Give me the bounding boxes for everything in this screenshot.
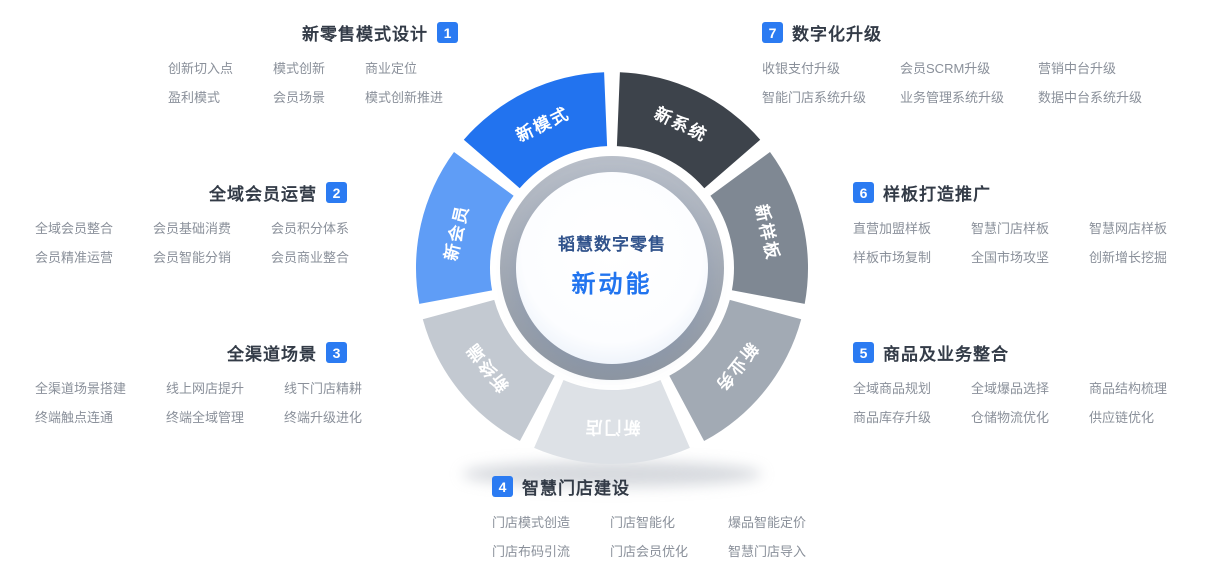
section-7-title: 数字化升级 [792, 25, 882, 44]
section-item: 终端升级进化 [284, 410, 363, 425]
section-item: 智慧门店样板 [971, 221, 1050, 236]
wedge-segment-6 [422, 299, 555, 441]
section-2-heading: 全域会员运营 2 [35, 180, 347, 205]
section-4-title: 智慧门店建设 [522, 479, 630, 498]
section-item: 盈利模式 [168, 90, 221, 105]
section-item: 创新切入点 [168, 61, 234, 76]
section-4-items: 门店模式创造 门店智能化 爆品智能定价 门店布码引流 门店会员优化 智慧门店导入 [492, 512, 822, 560]
section-5-items: 全域商品规划 全域爆品选择 商品结构梳理 商品库存升级 仓储物流优化 供应链优化 [853, 378, 1198, 426]
section-4-heading: 4 智慧门店建设 [492, 474, 822, 499]
section-item: 商品结构梳理 [1089, 381, 1168, 396]
section-omni-channel-scene: 全渠道场景 3 全渠道场景搭建 线上网店提升 线下门店精耕 终端触点连通 终端全… [35, 340, 362, 426]
section-7-items: 收银支付升级 会员SCRM升级 营销中台升级 智能门店系统升级 业务管理系统升级… [762, 58, 1172, 106]
section-3-heading: 全渠道场景 3 [35, 340, 347, 365]
section-item: 全渠道场景搭建 [35, 381, 127, 396]
section-item: 终端触点连通 [35, 410, 114, 425]
center-slogan-text: 新动能 [572, 270, 653, 298]
section-item: 业务管理系统升级 [900, 90, 1005, 105]
section-6-heading: 6 样板打造推广 [853, 180, 1198, 205]
section-3-title: 全渠道场景 [227, 345, 317, 364]
section-item: 门店布码引流 [492, 544, 571, 559]
section-item: 智慧网店样板 [1089, 221, 1168, 236]
section-item: 全域商品规划 [853, 381, 932, 396]
wedge-segment-3 [710, 152, 809, 304]
section-1-heading: 新零售模式设计 1 [168, 20, 458, 45]
section-2-number-badge: 2 [326, 182, 347, 203]
section-5-number-badge: 5 [853, 342, 874, 363]
section-item: 线上网店提升 [166, 381, 245, 396]
section-item: 商品库存升级 [853, 410, 932, 425]
section-2-items: 全域会员整合 会员基础消费 会员积分体系 会员精准运营 会员智能分销 会员商业整… [35, 218, 350, 266]
section-item: 会员商业整合 [271, 250, 350, 265]
section-model-promotion: 6 样板打造推广 直营加盟样板 智慧门店样板 智慧网店样板 样板市场复制 全国市… [853, 180, 1198, 266]
section-goods-business-integration: 5 商品及业务整合 全域商品规划 全域爆品选择 商品结构梳理 商品库存升级 仓储… [853, 340, 1198, 426]
section-item: 样板市场复制 [853, 250, 932, 265]
wedge-segment-4 [669, 299, 802, 441]
section-item: 会员基础消费 [153, 221, 232, 236]
section-item: 模式创新推进 [365, 90, 444, 105]
section-item: 全域会员整合 [35, 221, 114, 236]
wedge-segment-1 [463, 72, 608, 189]
section-smart-store-construction: 4 智慧门店建设 门店模式创造 门店智能化 爆品智能定价 门店布码引流 门店会员… [492, 474, 822, 560]
section-item: 模式创新 [273, 61, 326, 76]
section-1-number-badge: 1 [437, 22, 458, 43]
section-item: 收银支付升级 [762, 61, 841, 76]
wedge-segment-7 [415, 152, 514, 304]
section-item: 仓储物流优化 [971, 410, 1050, 425]
section-item: 门店模式创造 [492, 515, 571, 530]
section-item: 爆品智能定价 [728, 515, 807, 530]
section-4-number-badge: 4 [492, 476, 513, 497]
section-item: 营销中台升级 [1038, 61, 1117, 76]
section-2-title: 全域会员运营 [209, 185, 317, 204]
section-3-items: 全渠道场景搭建 线上网店提升 线下门店精耕 终端触点连通 终端全域管理 终端升级… [35, 378, 362, 426]
section-7-heading: 7 数字化升级 [762, 20, 1172, 45]
section-6-items: 直营加盟样板 智慧门店样板 智慧网店样板 样板市场复制 全国市场攻坚 创新增长挖… [853, 218, 1198, 266]
wedge-group: 新模式新系统新样板新业务新门店新终端新会员 [415, 72, 809, 465]
wedge-label-5: 新门店 [584, 418, 641, 438]
wedge-segment-5 [534, 380, 690, 465]
section-5-heading: 5 商品及业务整合 [853, 340, 1198, 365]
section-item: 商业定位 [365, 61, 418, 76]
section-item: 门店智能化 [610, 515, 676, 530]
section-item: 全域爆品选择 [971, 381, 1050, 396]
section-3-number-badge: 3 [326, 342, 347, 363]
section-item: 会员SCRM升级 [900, 61, 991, 76]
section-digital-upgrade: 7 数字化升级 收银支付升级 会员SCRM升级 营销中台升级 智能门店系统升级 … [762, 20, 1172, 106]
donut-shadow [462, 461, 762, 487]
section-1-title: 新零售模式设计 [302, 25, 428, 44]
section-item: 线下门店精耕 [284, 381, 363, 396]
section-item: 会员精准运营 [35, 250, 114, 265]
section-5-title: 商品及业务整合 [883, 345, 1009, 364]
section-item: 会员积分体系 [271, 221, 350, 236]
section-item: 创新增长挖掘 [1089, 250, 1168, 265]
section-item: 终端全域管理 [166, 410, 245, 425]
section-item: 会员场景 [273, 90, 326, 105]
section-item: 智慧门店导入 [728, 544, 807, 559]
center-disc [516, 172, 708, 364]
section-item: 直营加盟样板 [853, 221, 932, 236]
section-new-retail-model-design: 新零售模式设计 1 创新切入点 模式创新 商业定位 盈利模式 会员场景 模式创新… [168, 20, 458, 106]
section-1-items: 创新切入点 模式创新 商业定位 盈利模式 会员场景 模式创新推进 [168, 58, 458, 106]
center-brand-text: 韬慧数字零售 [558, 234, 666, 254]
section-omni-member-operation: 全域会员运营 2 全域会员整合 会员基础消费 会员积分体系 会员精准运营 会员智… [35, 180, 350, 266]
section-item: 门店会员优化 [610, 544, 689, 559]
section-item: 供应链优化 [1089, 410, 1155, 425]
section-6-title: 样板打造推广 [883, 185, 991, 204]
wedge-segment-2 [616, 72, 761, 189]
section-item: 全国市场攻坚 [971, 250, 1050, 265]
section-item: 会员智能分销 [153, 250, 232, 265]
section-6-number-badge: 6 [853, 182, 874, 203]
section-7-number-badge: 7 [762, 22, 783, 43]
section-item: 智能门店系统升级 [762, 90, 867, 105]
section-item: 数据中台系统升级 [1038, 90, 1143, 105]
